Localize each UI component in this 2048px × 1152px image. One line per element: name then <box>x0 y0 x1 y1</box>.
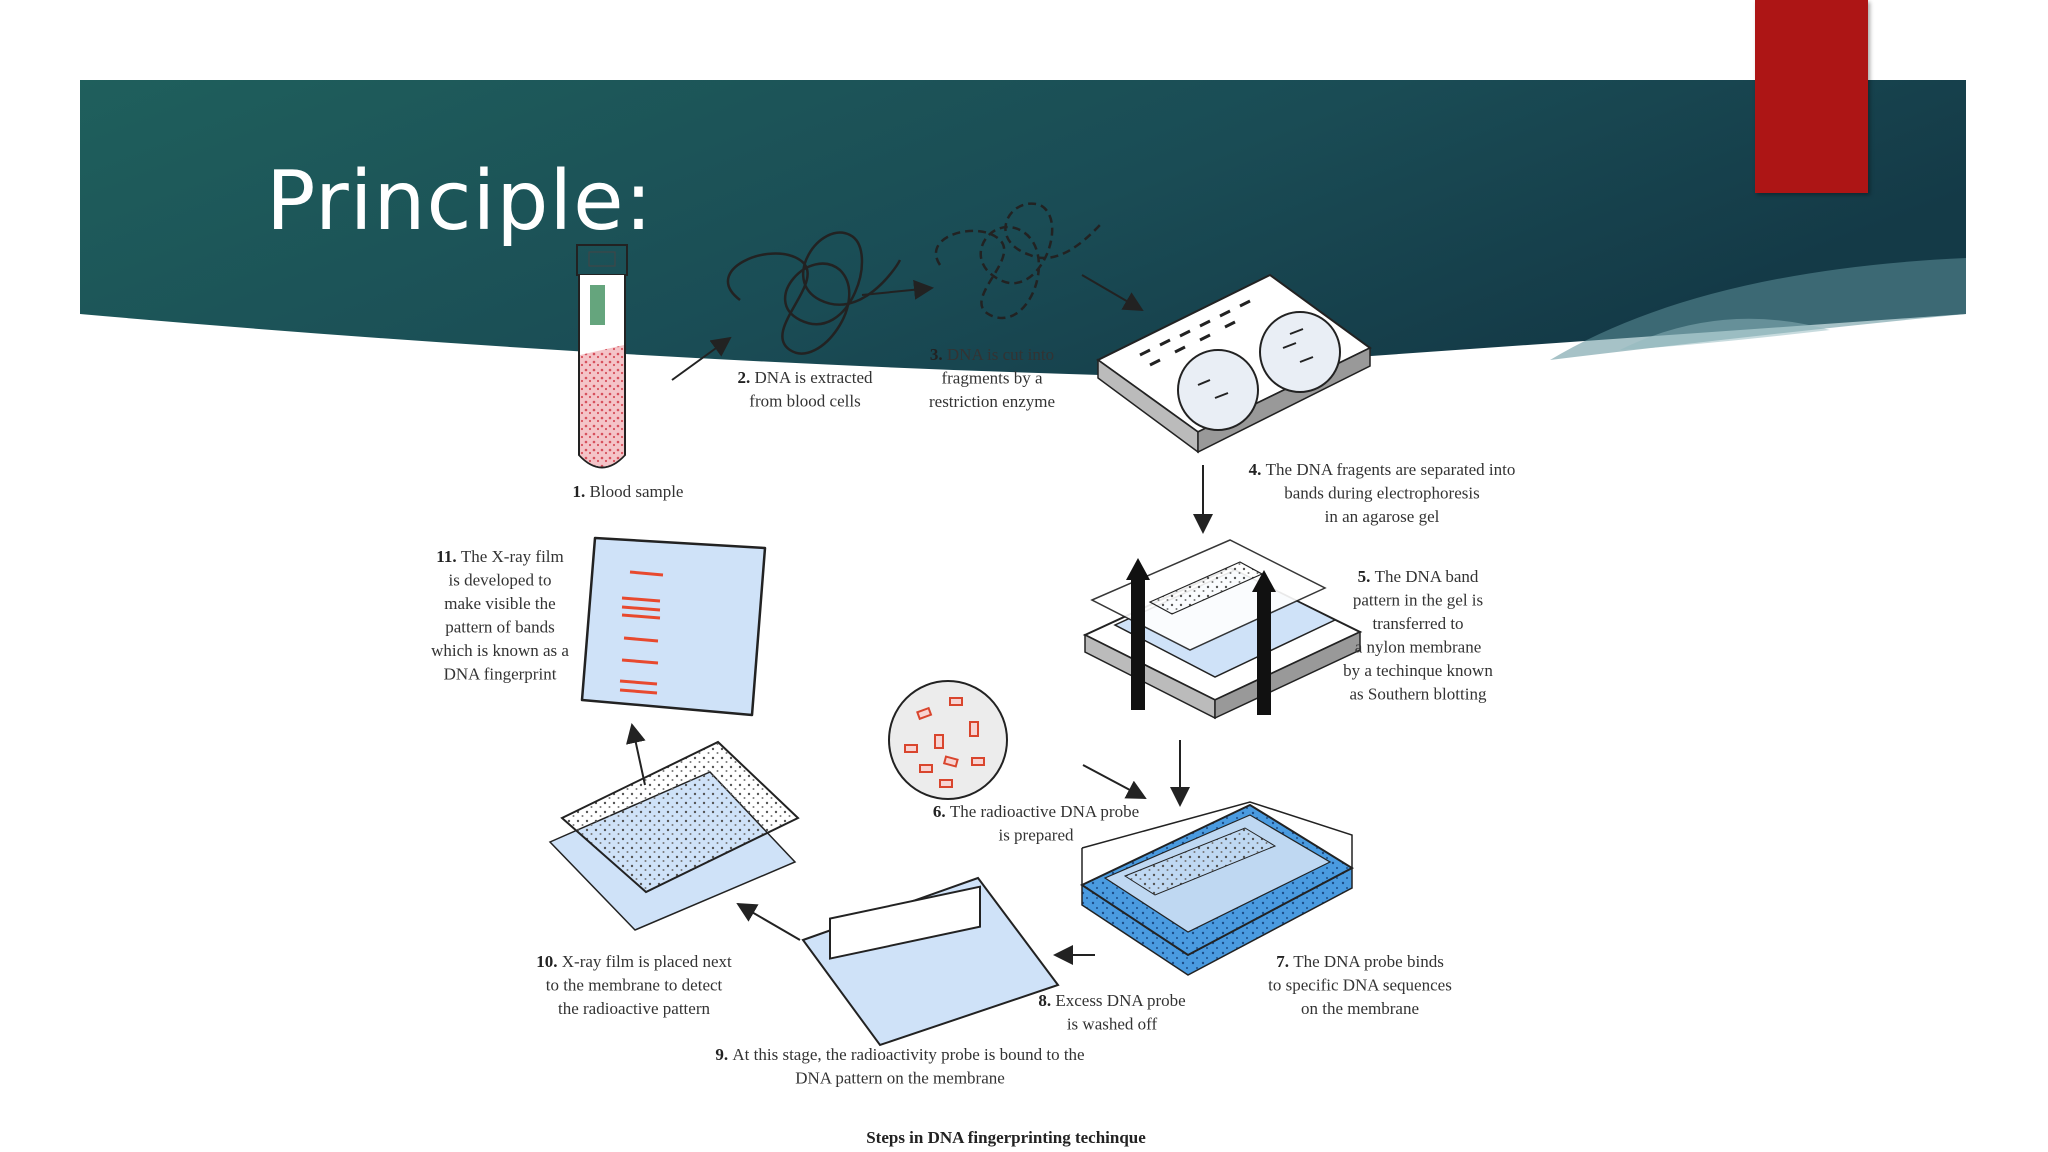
step-2-number: 2. <box>737 368 754 387</box>
step-4-line-2: bands during electrophoresis <box>1284 484 1479 503</box>
step-11-line-1: 11. The X-ray film <box>436 547 563 566</box>
step-5-line-3: transferred to <box>1372 614 1463 633</box>
step-11-line-5: which is known as a <box>431 641 569 660</box>
step-2-label: 2. DNA is extracted from blood cells <box>737 368 873 411</box>
probe-tray-icon <box>1079 801 1355 976</box>
step-11-line-6: DNA fingerprint <box>444 665 557 684</box>
step-3-line-2: fragments by a <box>941 369 1042 388</box>
step-7-number: 7. <box>1276 952 1293 971</box>
dna-fragments-icon <box>934 202 1101 319</box>
step-6-line-2: is prepared <box>998 826 1074 845</box>
slide-title: Principle: <box>266 154 654 249</box>
step-10-line-3: the radioactive pattern <box>558 999 710 1018</box>
step-5-label: 5. The DNA band pattern in the gel is tran… <box>1343 567 1493 704</box>
step-3-line-3: restriction enzyme <box>929 392 1055 411</box>
step-4-number: 4. <box>1249 460 1266 479</box>
step-7-line-1: 7. The DNA probe binds <box>1276 952 1444 971</box>
step-11-line-3: make visible the <box>444 594 555 613</box>
step-11-line-2: is developed to <box>449 571 552 590</box>
step-10-line-2: to the membrane to detect <box>546 976 723 995</box>
step-5-line-1: 5. The DNA band <box>1358 567 1479 586</box>
dna-fingerprint-film-icon <box>580 536 767 717</box>
step-6-number: 6. <box>933 802 950 821</box>
step-9-line-1: 9. At this stage, the radioactivity prob… <box>715 1045 1084 1064</box>
step-7-line-2: to specific DNA sequences <box>1268 976 1452 995</box>
step-5-line-2: pattern in the gel is <box>1353 591 1483 610</box>
step-11-line-4: pattern of bands <box>445 618 555 637</box>
xray-film-stack-icon <box>548 740 800 931</box>
step-10-line-1: 10. X-ray film is placed next <box>536 952 732 971</box>
step-5-line-4: a nylon membrane <box>1355 638 1482 657</box>
step-3-number: 3. <box>930 345 947 364</box>
step-5-number: 5. <box>1358 567 1375 586</box>
step-4-line-3: in an agarose gel <box>1325 507 1440 526</box>
step-8-line-2: is washed off <box>1067 1015 1158 1034</box>
step-8-line-1: 8. Excess DNA probe <box>1038 991 1185 1010</box>
step-9-number: 9. <box>715 1045 732 1064</box>
step-5-line-6: as Southern blotting <box>1350 685 1487 704</box>
step-11-label: 11. The X-ray film is developed to make vi… <box>431 547 569 684</box>
step-10-label: 10. X-ray film is placed next to the memb… <box>536 952 732 1018</box>
step-3-line-1: 3. DNA is cut into <box>930 345 1054 364</box>
probe-dish-icon <box>888 680 1008 800</box>
step-7-line-3: on the membrane <box>1301 999 1419 1018</box>
step-6-label: 6. The radioactive DNA probe is prepared <box>933 802 1139 845</box>
step-6-line-1: 6. The radioactive DNA probe <box>933 802 1139 821</box>
step-8-number: 8. <box>1038 991 1055 1010</box>
step-1-line-1: 1. Blood sample <box>573 482 684 501</box>
dna-strand-icon <box>726 231 902 355</box>
step-1-label: 1. Blood sample <box>573 482 684 501</box>
step-5-line-5: by a techinque known <box>1343 661 1493 680</box>
accent-tab <box>1755 0 1868 193</box>
step-9-label: 9. At this stage, the radioactivity prob… <box>715 1045 1084 1088</box>
step-2-line-2: from blood cells <box>749 392 860 411</box>
agarose-gel-icon <box>1096 273 1372 454</box>
southern-blot-icon <box>1082 539 1363 720</box>
diagram-caption: Steps in DNA fingerprinting techinque <box>866 1128 1146 1147</box>
step-9-line-2: DNA pattern on the membrane <box>795 1069 1005 1088</box>
step-7-label: 7. The DNA probe binds to specific DNA se… <box>1268 952 1452 1018</box>
washed-membrane-icon <box>801 876 1060 1047</box>
step-3-label: 3. DNA is cut into fragments by a restrict… <box>929 345 1055 411</box>
step-labels: 1. Blood sample 2. DNA is extracted from b… <box>431 345 1515 1088</box>
blood-tube-icon <box>576 244 628 469</box>
step-10-number: 10. <box>536 952 562 971</box>
step-4-label: 4. The DNA fragents are separated into ba… <box>1249 460 1516 526</box>
step-4-line-1: 4. The DNA fragents are separated into <box>1249 460 1516 479</box>
step-2-line-1: 2. DNA is extracted <box>737 368 873 387</box>
step-11-number: 11. <box>436 547 461 566</box>
step-8-label: 8. Excess DNA probe is washed off <box>1038 991 1185 1034</box>
step-1-number: 1. <box>573 482 590 501</box>
